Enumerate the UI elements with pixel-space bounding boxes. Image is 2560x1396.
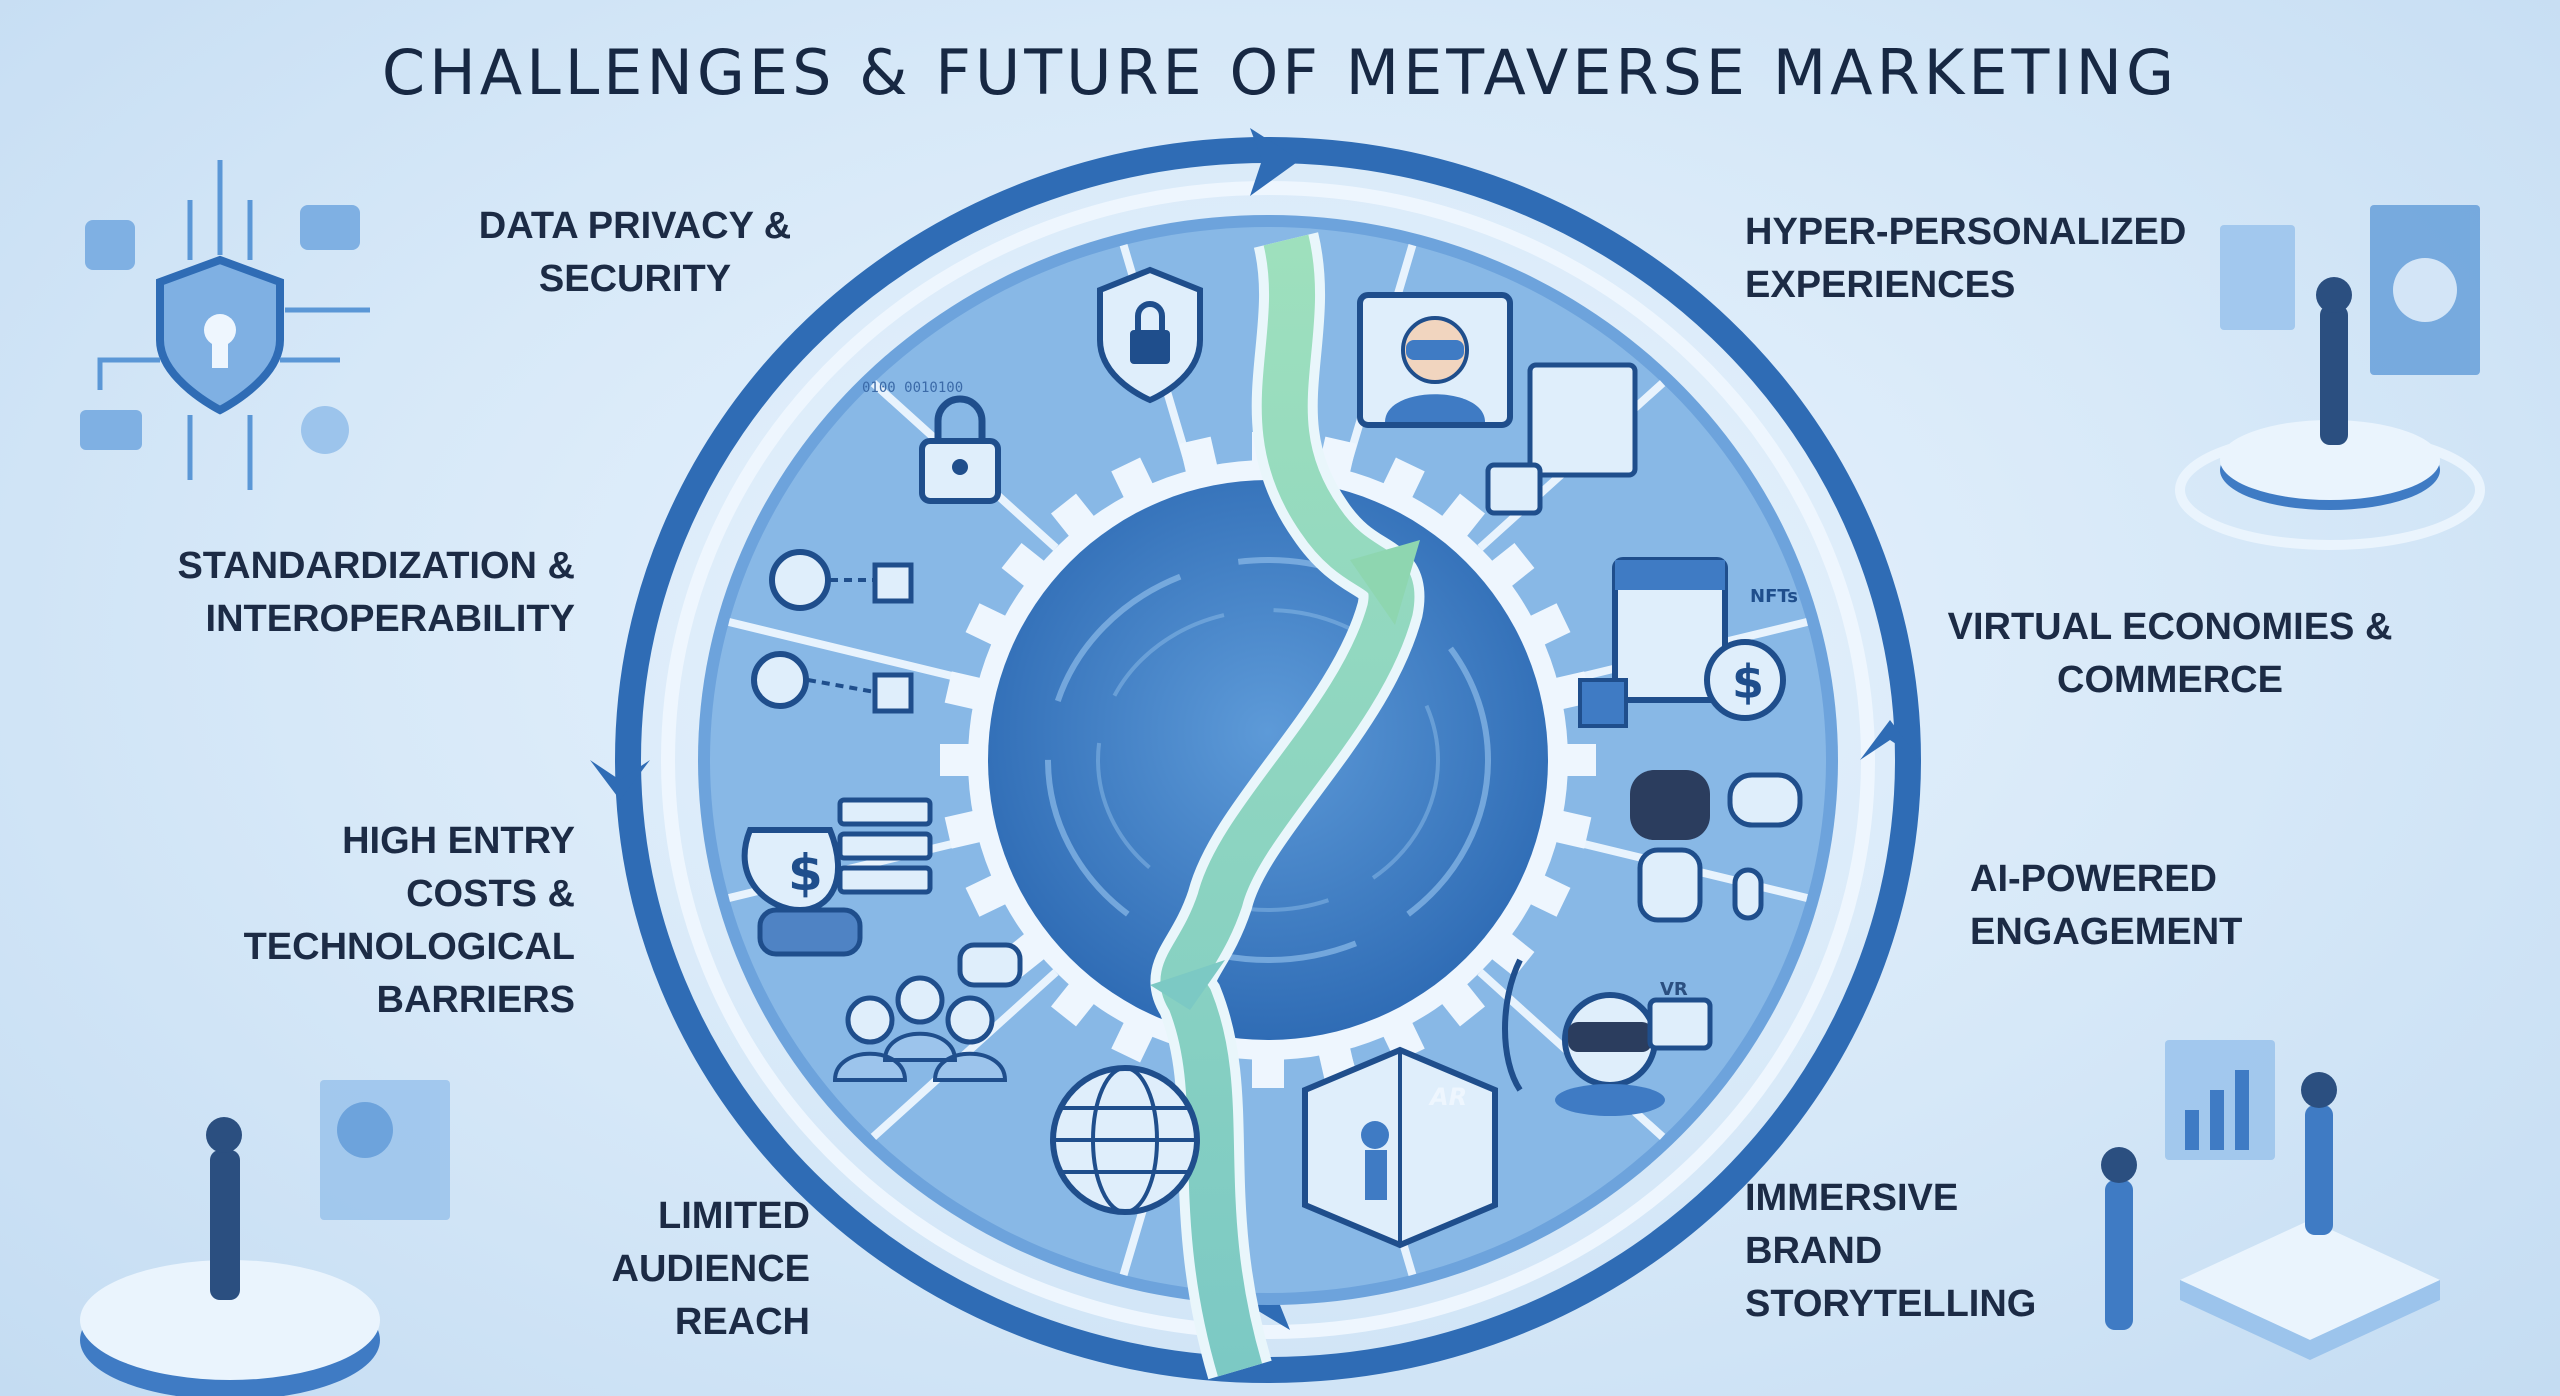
label-ai-powered-engagement: AI-POWERED ENGAGEMENT: [1970, 858, 2243, 953]
gear-tooth: [1001, 542, 1053, 593]
label-high-entry-costs: HIGH ENTRY COSTS & TECHNOLOGICAL BARRIER…: [243, 820, 575, 1021]
label-hyper-personalized: HYPER-PERSONALIZED EXPERIENCES: [1745, 211, 2187, 306]
padlock-circuit-icon: [919, 395, 1001, 504]
gear-tooth: [1111, 1012, 1158, 1063]
label-limited-audience-reach: LIMITED AUDIENCE REACH: [611, 1195, 810, 1343]
team-platform-bottom-right: [2101, 1040, 2440, 1360]
gear-tooth: [1520, 870, 1571, 917]
nft-store-icon: $ NFTs: [1578, 557, 1798, 728]
shield-lock-icon: [1097, 266, 1203, 404]
gear-tooth: [944, 671, 991, 712]
vr-headset-person-icon: VR: [1502, 958, 1713, 1116]
vr-avatar-profile-icon: [1357, 292, 1638, 516]
label-standardization-interoperability: STANDARDIZATION & INTEROPERABILITY: [177, 545, 575, 640]
label-data-privacy-security: DATA PRIVACY & SECURITY: [478, 205, 792, 300]
gear-tooth: [1435, 975, 1486, 1027]
svg-text:NFTs: NFTs: [1750, 586, 1798, 607]
gear-tooth: [940, 744, 980, 776]
gear-tooth: [1378, 457, 1425, 508]
gear-tooth: [1050, 975, 1101, 1027]
gear-tooth: [965, 603, 1016, 650]
gear-tooth: [1252, 1048, 1284, 1088]
svg-text:AR: AR: [1428, 1083, 1467, 1111]
gear-tooth: [1378, 1012, 1425, 1063]
left-arrow-head: [590, 760, 650, 800]
gears-network-icon: [751, 549, 914, 714]
people-chat-icon: [832, 942, 1023, 1082]
page-title: CHALLENGES & FUTURE OF METAVERSE MARKETI…: [381, 36, 2179, 109]
gear-tooth: [1520, 603, 1571, 650]
label-immersive-brand-storytelling: IMMERSIVE BRAND STORYTELLING: [1745, 1177, 2037, 1325]
svg-text:VR: VR: [1660, 979, 1688, 1000]
globe-network-icon: [1050, 1065, 1200, 1215]
binary-text: 0100 0010100: [862, 380, 963, 396]
segment-divider: [728, 618, 980, 687]
gear-tooth: [944, 808, 991, 849]
gear-tooth: [1050, 493, 1101, 545]
right-arrow-head: [1860, 720, 1920, 760]
gear-tooth: [1556, 744, 1596, 776]
flow-arrow-head-down: [1150, 960, 1225, 1010]
svg-text:$: $: [1732, 655, 1764, 709]
money-vr-server-icon: $: [741, 797, 933, 957]
gear-tooth: [1111, 457, 1158, 508]
flow-arrow-head-up: [1350, 540, 1420, 625]
svg-text:$: $: [788, 844, 823, 902]
gear-tooth: [965, 870, 1016, 917]
ar-room-icon: AR: [1302, 1046, 1498, 1249]
top-arrow-head: [1250, 128, 1300, 196]
analyst-platform-bottom-left: [80, 1080, 450, 1396]
analyst-platform-top-right: [2175, 205, 2485, 550]
security-circuit-illustration: [80, 160, 370, 490]
gear-tooth: [1483, 542, 1535, 593]
gear-tooth: [1179, 436, 1220, 483]
ai-robot-chat-icon: [1630, 770, 1803, 923]
label-virtual-economies: VIRTUAL ECONOMIES & COMMERCE: [1947, 606, 2393, 701]
gear-tooth: [1483, 927, 1535, 978]
gear-tooth: [1435, 493, 1486, 545]
gear-tooth: [1545, 808, 1592, 849]
flow-arrow: [1150, 232, 1425, 1380]
